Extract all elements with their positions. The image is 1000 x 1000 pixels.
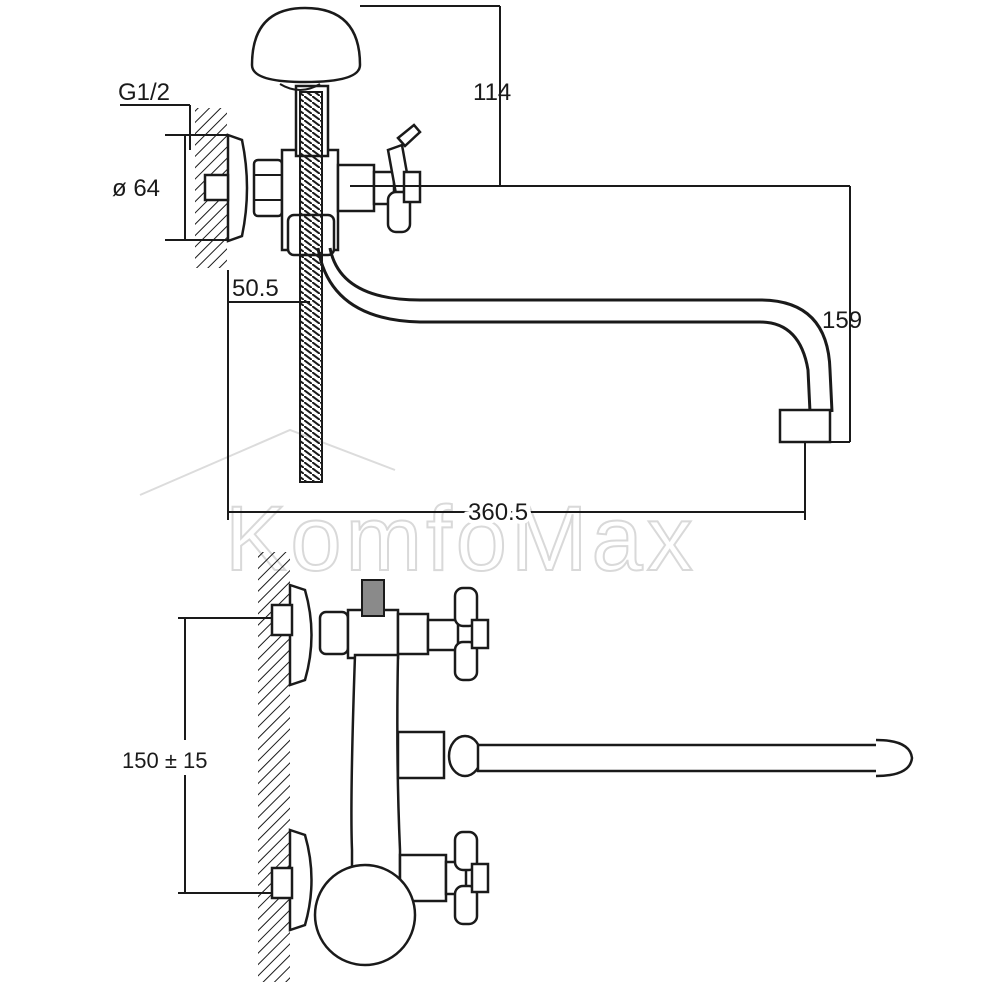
diameter-label: ø 64 (112, 175, 160, 202)
side-view: 150 ± 15 (122, 552, 914, 982)
spout-outer (316, 247, 812, 413)
mixer-body-side (350, 653, 402, 902)
upper-flange (288, 583, 313, 687)
lower-cross-handle (453, 830, 479, 872)
dimension-lines-side (178, 617, 272, 894)
dimension-lines-top (120, 5, 851, 520)
wall-flange-top (226, 133, 249, 243)
upper-valve-body (346, 608, 400, 660)
spout-drop-label: 159 (822, 307, 862, 334)
hose-outlet (361, 579, 385, 617)
diverter-knob (250, 6, 362, 84)
lower-body-ball (313, 863, 417, 967)
union-nut (252, 158, 284, 218)
thread-label: G1/2 (118, 79, 170, 106)
shower-hose (299, 91, 323, 483)
lower-flange (288, 828, 313, 932)
upper-nut (318, 610, 350, 656)
spout-tip (875, 738, 914, 778)
spout-side (476, 743, 898, 773)
watermark-text: KomfoMax (225, 488, 697, 590)
inlet-thread (203, 173, 230, 202)
offset-label: 50.5 (232, 275, 279, 302)
height-label: 114 (473, 79, 511, 106)
top-view: G1/2 ø 64 114 50.5 159 360.5 (112, 5, 862, 530)
upper-cross-handle (453, 586, 479, 628)
spout-swivel (396, 730, 446, 780)
watermark: KomfoMax (139, 428, 697, 591)
spout-length-label: 360.5 (468, 499, 528, 526)
spout-inner (328, 247, 834, 413)
spacing-label: 150 ± 15 (122, 748, 207, 773)
valve-body-top (336, 163, 376, 213)
aerator (778, 408, 832, 444)
